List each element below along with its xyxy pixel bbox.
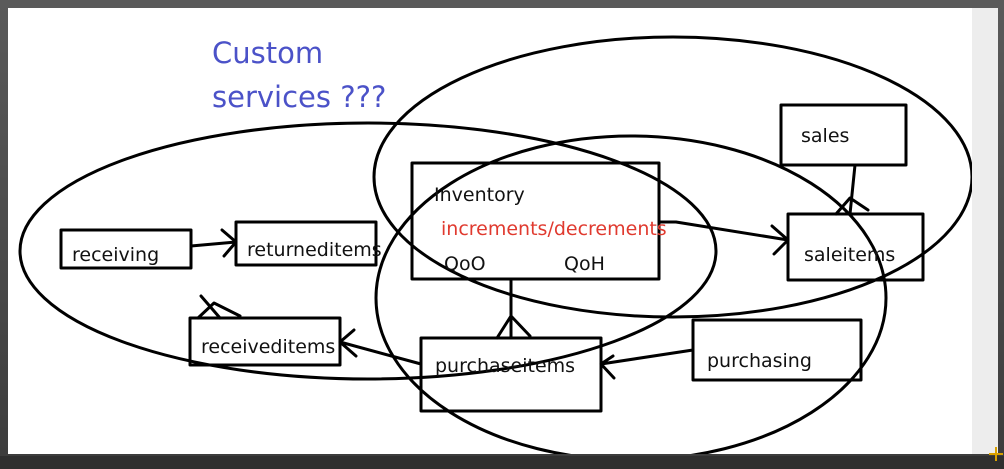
label-purchasing: purchasing: [707, 350, 812, 372]
rel-inventory-purchaseitems: [495, 277, 532, 340]
rel-inventory-saleitems: [657, 220, 790, 256]
note-line-2: services ???: [212, 80, 386, 114]
label-inventory-note: increments/decrements: [441, 218, 667, 240]
rel-purchaseitems-purchasing: [599, 348, 695, 380]
label-receiving: receiving: [72, 244, 159, 266]
resize-corner-icon[interactable]: [988, 446, 1004, 462]
label-qoo: QoO: [444, 253, 486, 275]
group-ellipse-receiving: [18, 121, 718, 381]
label-returneditems: returneditems: [247, 239, 382, 261]
rel-receiving-returneditems: [189, 228, 238, 258]
group-ellipse-sales: [372, 35, 972, 319]
rel-receiveditems-purchaseitems: [338, 328, 423, 366]
box-saleitems: [786, 212, 925, 282]
label-saleitems: saleitems: [804, 244, 895, 266]
group-ellipse-purchasing: [374, 134, 888, 454]
label-inventory: Inventory: [434, 184, 525, 206]
note-line-1: Custom: [212, 36, 323, 70]
label-purchaseitems: purchaseitems: [435, 355, 575, 377]
side-strip: [972, 8, 998, 454]
box-receiving: [59, 228, 193, 270]
label-sales: sales: [801, 125, 849, 147]
slide-canvas: Custom services ??? sales Inventory incr…: [8, 8, 972, 454]
label-qoh: QoH: [564, 253, 605, 275]
box-sales: [779, 103, 908, 167]
rel-receiving-receiveditems: [196, 294, 242, 320]
er-diagram: Custom services ??? sales Inventory incr…: [18, 35, 972, 454]
label-receiveditems: receiveditems: [201, 336, 335, 358]
rel-sales-saleitems: [834, 163, 870, 216]
bottom-bar: [0, 456, 1004, 469]
